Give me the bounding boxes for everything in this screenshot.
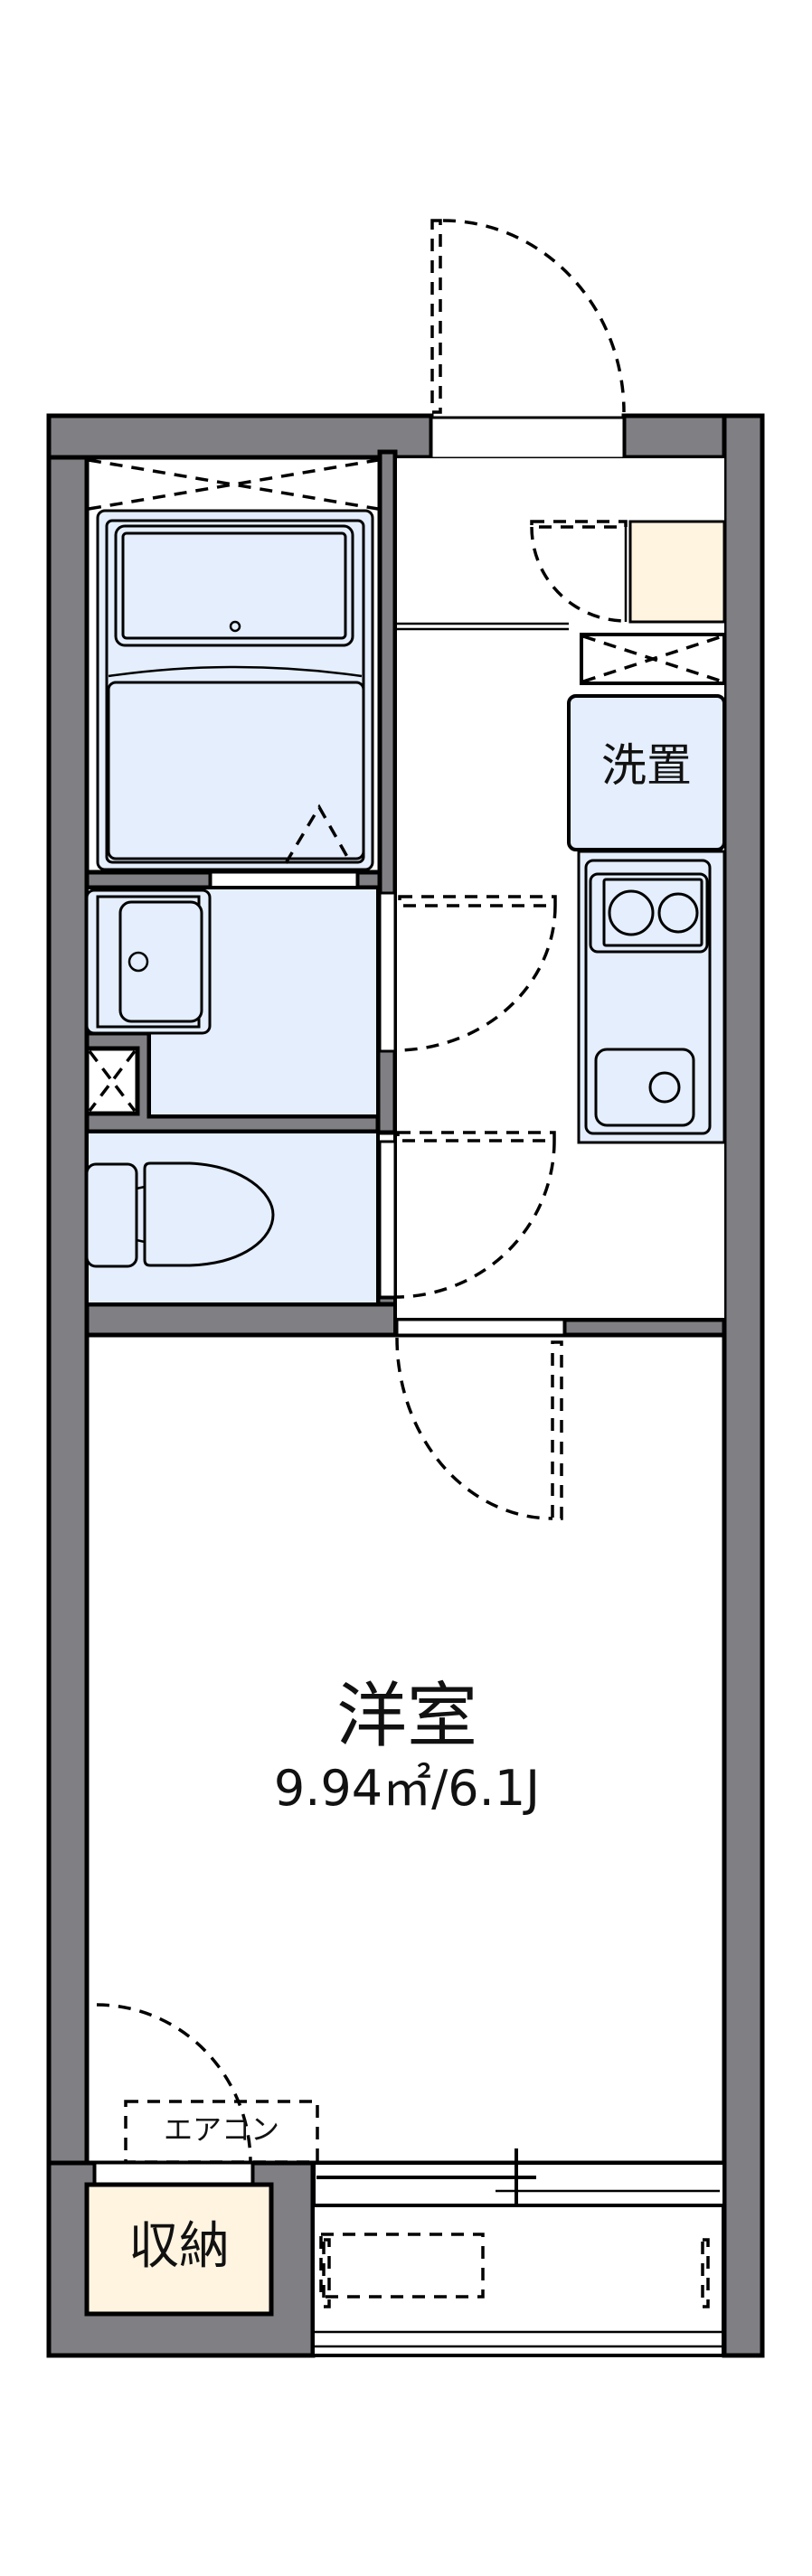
- washroom: [85, 886, 380, 1118]
- toilet-tank: [85, 1162, 138, 1268]
- washbasin-drain: [127, 951, 149, 973]
- storage-label: 収納: [128, 2217, 230, 2276]
- kitchen: [577, 850, 726, 1144]
- western-room-label: 洋室: [335, 1676, 477, 1757]
- washroom-door[interactable]: [378, 891, 557, 1053]
- washer-space: [567, 694, 726, 851]
- balcony: [311, 2204, 725, 2357]
- exterior-walls: [46, 413, 765, 2358]
- room-door[interactable]: [395, 1318, 566, 1520]
- storage-closet: [84, 2182, 274, 2317]
- balcony-window[interactable]: [312, 2148, 726, 2222]
- stove-burner-left: [608, 889, 655, 936]
- bathroom: [84, 455, 382, 875]
- stove-burner-right: [657, 892, 699, 934]
- bathtub-drain: [229, 620, 241, 633]
- toilet-bowl: [143, 1161, 275, 1267]
- bathroom-door[interactable]: [209, 870, 359, 889]
- kitchen-sink: [594, 1048, 695, 1127]
- pipe-shaft: [580, 633, 726, 685]
- western-room-area: 9.94㎡/6.1J: [273, 1760, 541, 1817]
- shoe-cabinet: [530, 520, 726, 624]
- entrance-door[interactable]: [430, 219, 626, 460]
- washer-space-label: 洗置: [601, 739, 692, 792]
- toilet-room: [85, 1130, 380, 1306]
- air-conditioner-box: [124, 2100, 319, 2164]
- air-conditioner-label: エアコン: [163, 2112, 279, 2147]
- washroom-shaft: [84, 1046, 140, 1116]
- ac-outdoor-unit: [319, 2233, 485, 2299]
